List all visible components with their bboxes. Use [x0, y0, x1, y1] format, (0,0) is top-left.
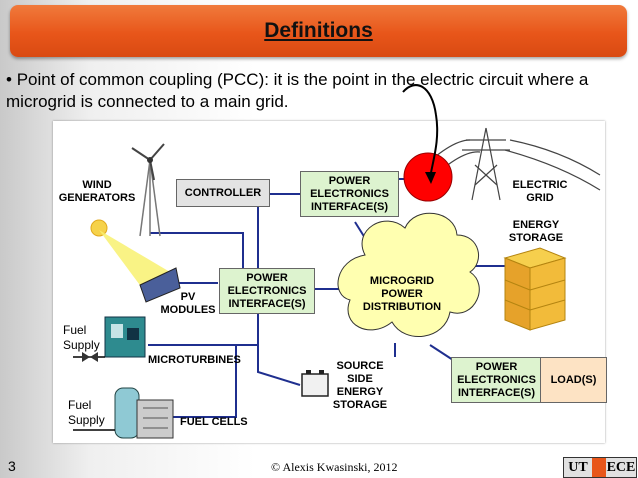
pcc-arrow-head	[425, 172, 436, 184]
fuel-cell-icon	[114, 387, 174, 439]
ut-ece-logo: UT ECE	[563, 457, 637, 478]
copyright-text: © Alexis Kwasinski, 2012	[271, 460, 398, 474]
battery-icon	[301, 370, 329, 397]
logo-ut-text: UT	[568, 459, 588, 475]
bullet-point: • Point of common coupling (PCC): it is …	[6, 69, 631, 113]
microgrid-cloud	[337, 212, 480, 337]
fuel-valve-icon	[73, 352, 105, 362]
load-box: LOAD(S)	[540, 357, 607, 403]
bullet-text: Point of common coupling (PCC): it is th…	[6, 70, 589, 111]
electric-grid-label: ELECTRIC GRID	[512, 179, 568, 204]
energy-storage-icon	[503, 247, 567, 331]
pcc-callout-arrow	[402, 84, 439, 179]
page-number: 3	[8, 458, 16, 474]
fuel-supply-label-2: Fuel Supply	[68, 398, 105, 427]
title-bar: Definitions	[10, 5, 627, 57]
microturbines-label: MICROTURBINES	[148, 354, 241, 366]
pe-interface-load-box: POWER ELECTRONICS INTERFACE(S)	[451, 357, 542, 403]
energy-storage-label: ENERGY STORAGE	[508, 219, 564, 244]
fuel-cells-label: FUEL CELLS	[180, 416, 248, 428]
pe-interface-top-box: POWER ELECTRONICS INTERFACE(S)	[300, 171, 399, 217]
wind-turbine-icon	[131, 143, 165, 237]
slide-title: Definitions	[264, 19, 373, 42]
pe-interface-mid-box: POWER ELECTRONICS INTERFACE(S)	[219, 268, 315, 314]
source-side-storage-label: SOURCE SIDE ENERGY STORAGE	[332, 360, 388, 411]
pv-modules-label: PV MODULES	[160, 291, 216, 316]
microturbine-icon	[104, 316, 146, 358]
bullet-glyph: •	[6, 70, 12, 89]
fuel-supply-label-1: Fuel Supply	[63, 323, 100, 352]
logo-ece-text: ECE	[606, 459, 636, 475]
pv-module-icon	[139, 267, 181, 303]
wind-generators-label: WIND GENERATORS	[58, 179, 136, 204]
microgrid-label: MICROGRID POWER DISTRIBUTION	[362, 275, 442, 313]
logo-emblem	[592, 458, 606, 477]
controller-box: CONTROLLER	[176, 179, 270, 207]
